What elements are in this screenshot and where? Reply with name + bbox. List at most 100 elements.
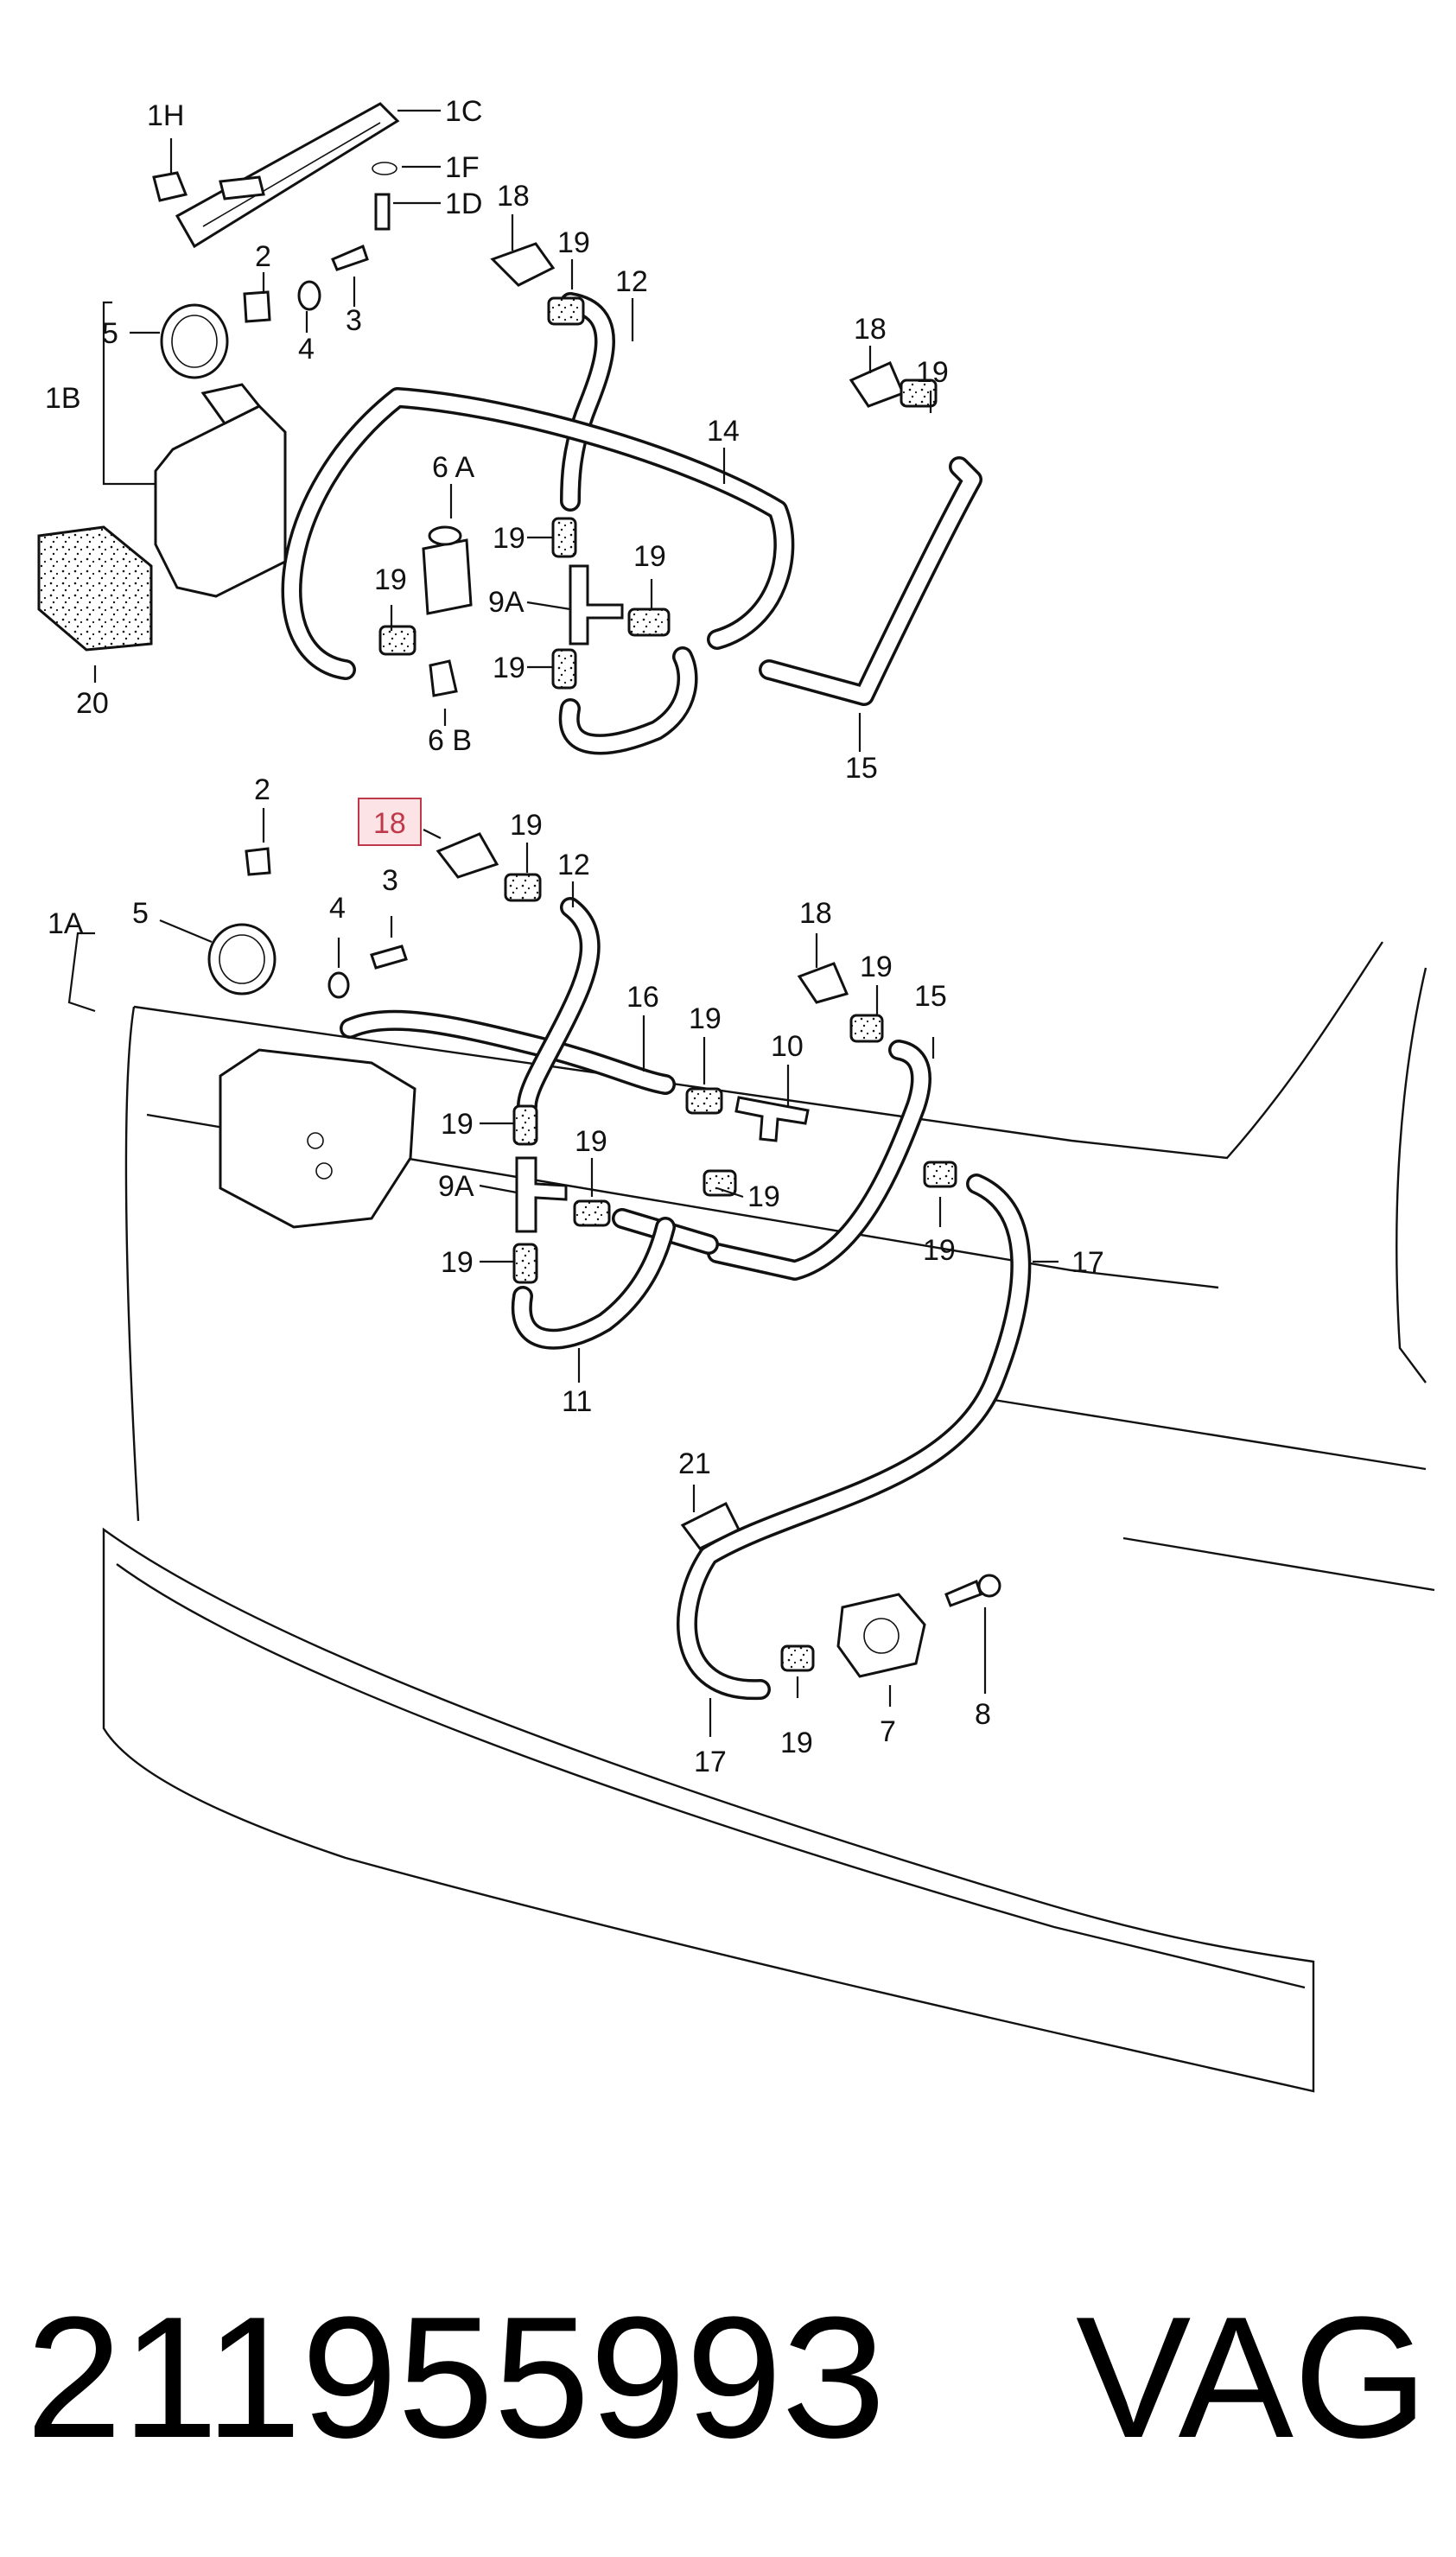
- reservoir-1b-neck: [200, 383, 262, 425]
- lower-assembly: [102, 832, 1435, 2093]
- bracket-1c-rib: [202, 122, 381, 227]
- callout-19-d: 19: [374, 563, 407, 596]
- callout-2-top: 2: [255, 240, 271, 273]
- sleeve-19-top-4: [378, 625, 416, 656]
- screw-3-top: [331, 244, 369, 271]
- nozzle-18-mid-right: [797, 962, 849, 1004]
- body-panel-line: [993, 1398, 1427, 1471]
- callout-19-l: 19: [747, 1180, 780, 1213]
- cap-5-mid-inner: [219, 934, 265, 984]
- callout-8: 8: [975, 1698, 991, 1731]
- callout-1c: 1C: [445, 95, 482, 128]
- body-panel-top-edge: [133, 941, 1383, 1160]
- lower-leaders: [67, 808, 1059, 1737]
- callout-19-j: 19: [441, 1108, 474, 1141]
- cap-5-top-inner: [171, 315, 218, 368]
- hose-15-top: [759, 456, 982, 706]
- hose-lower-top: [558, 646, 698, 755]
- upper-leaders: [93, 109, 932, 752]
- bracket-1c: [175, 102, 400, 249]
- callout-19-g: 19: [510, 809, 543, 842]
- body-left-edge: [124, 1006, 140, 1522]
- callout-12-top: 12: [615, 265, 648, 298]
- callout-labels: 1H 1C 1F 1D 2 3 4 5 1B 18 19 12 18 19 14…: [45, 95, 1104, 1778]
- sleeve-19-mid-5: [685, 1087, 723, 1115]
- sleeve-19-mid-4: [573, 1199, 611, 1227]
- bolt-1h: [152, 171, 188, 202]
- callout-6a: 6 A: [432, 451, 474, 484]
- sleeve-19-top-2: [551, 648, 577, 690]
- highlight-box: [358, 798, 422, 846]
- clip-1f: [372, 162, 397, 175]
- reservoir-1a-port-1: [307, 1132, 324, 1149]
- callout-9a-mid: 9A: [438, 1170, 474, 1203]
- tee-10: [734, 1096, 810, 1142]
- callout-19-i: 19: [689, 1002, 722, 1035]
- callout-20: 20: [76, 687, 109, 720]
- callout-1h: 1H: [147, 99, 184, 132]
- callout-18-a: 18: [497, 180, 530, 213]
- tee-9a-top: [569, 564, 624, 646]
- sleeve-19-top-3: [627, 607, 671, 637]
- callout-1d: 1D: [445, 188, 482, 220]
- callout-9a-top: 9A: [488, 586, 525, 619]
- callout-16: 16: [626, 981, 659, 1014]
- callout-19-h: 19: [860, 951, 893, 983]
- sleeve-19-mid-9: [780, 1644, 815, 1672]
- callout-3-mid: 3: [382, 864, 398, 897]
- part-number: 21195599З: [26, 2281, 887, 2474]
- body-panel-crease: [146, 1113, 1219, 1289]
- sleeve-19-top-1: [551, 517, 577, 558]
- callout-1b: 1B: [45, 382, 81, 415]
- callout-1f: 1F: [445, 151, 480, 184]
- callout-19-b: 19: [916, 356, 949, 389]
- callout-4-top: 4: [298, 333, 315, 366]
- callout-1a: 1A: [48, 907, 84, 940]
- brand-name: VAG: [1076, 2281, 1428, 2474]
- callout-4-mid: 4: [329, 892, 346, 925]
- body-rear-pillar: [1396, 967, 1427, 1383]
- callout-15-mid: 15: [914, 980, 947, 1013]
- sleeve-19-mid-6: [703, 1169, 737, 1197]
- nozzle-18-top-left: [490, 242, 556, 287]
- callout-11: 11: [562, 1385, 592, 1418]
- sleeve-19-mid-1: [504, 873, 542, 902]
- callout-5-mid: 5: [132, 897, 149, 930]
- washer-4-top: [297, 280, 321, 311]
- callout-10: 10: [771, 1030, 804, 1063]
- screw-8: [944, 1579, 982, 1607]
- bracket-arm: [219, 175, 265, 200]
- body-panel-line-2: [1122, 1536, 1435, 1592]
- screw-3-mid: [370, 945, 408, 970]
- nozzle-7-outlet: [863, 1618, 900, 1654]
- sleeve-19-mid-3: [512, 1243, 538, 1284]
- rear-bumper: [102, 1527, 1315, 2093]
- callout-6b: 6 B: [428, 724, 472, 757]
- callout-18-b: 18: [854, 313, 887, 346]
- washer-4-mid: [327, 971, 350, 999]
- callout-19-k: 19: [575, 1125, 607, 1158]
- callout-19-f: 19: [493, 652, 525, 684]
- sponge-20: [37, 525, 153, 652]
- tee-9a-mid: [515, 1156, 568, 1233]
- callout-21: 21: [678, 1447, 711, 1480]
- callout-17-b: 17: [694, 1746, 727, 1778]
- callout-17-a: 17: [1071, 1246, 1104, 1279]
- callout-14: 14: [707, 415, 740, 448]
- callout-12-mid: 12: [557, 849, 590, 881]
- callout-19-m: 19: [441, 1246, 474, 1279]
- callout-15-top: 15: [845, 752, 878, 785]
- upper-assembly: [37, 102, 982, 755]
- callout-18-highlighted: 18: [373, 807, 406, 840]
- callout-19-n: 19: [923, 1234, 956, 1267]
- pump-6a-top: [428, 525, 462, 546]
- callout-19-o: 19: [780, 1727, 813, 1759]
- callout-5-top: 5: [102, 317, 118, 350]
- reservoir-1b: [154, 404, 287, 598]
- screw-8-head: [977, 1574, 1001, 1598]
- callout-19-e: 19: [633, 540, 666, 573]
- rear-bumper-crease: [116, 1563, 1306, 1989]
- callout-19-c: 19: [493, 522, 525, 555]
- sleeve-19-mid-2: [512, 1104, 538, 1146]
